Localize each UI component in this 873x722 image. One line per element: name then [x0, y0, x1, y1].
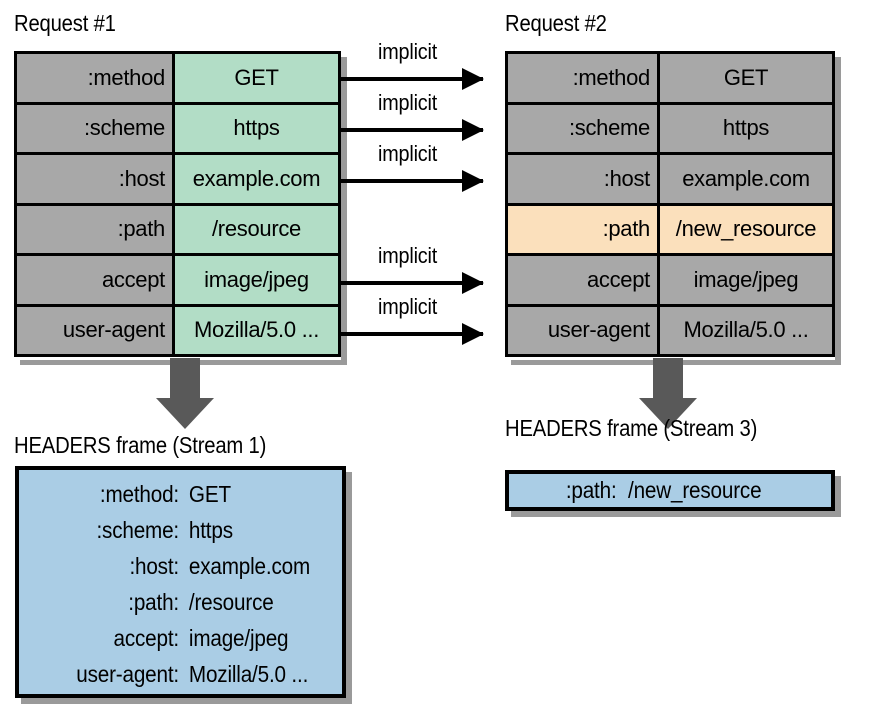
table-row: :method GET	[17, 54, 338, 105]
frame-line: :path: /new_resource	[509, 474, 831, 507]
table-row: user-agent Mozilla/5.0 ...	[17, 306, 338, 354]
implicit-arrow-4	[340, 272, 484, 294]
frame2-headers-box: :path: /new_resource	[505, 470, 835, 511]
table-row: :scheme https	[17, 104, 338, 155]
header-value-cell: GET	[175, 54, 338, 102]
down-arrow-right-icon	[638, 358, 698, 430]
frame-line-name: user-agent:	[76, 660, 179, 687]
implicit-label-4: implicit	[378, 243, 438, 268]
header-name-cell: :scheme	[508, 104, 660, 152]
frame1-title: HEADERS frame (Stream 1)	[14, 432, 267, 458]
header-name-cell: :path	[17, 205, 175, 253]
header-name-cell: user-agent	[508, 306, 660, 354]
implicit-arrow-3	[340, 170, 484, 192]
implicit-label-2: implicit	[378, 90, 438, 115]
request1-headers-table: :method GET :scheme https :host example.…	[14, 51, 341, 357]
header-name-cell: accept	[508, 256, 660, 304]
frame2-shadow-right	[835, 476, 841, 517]
down-arrow-left-icon	[155, 358, 215, 430]
header-value-cell: image/jpeg	[175, 256, 338, 304]
implicit-label-1: implicit	[378, 39, 438, 64]
header-name-cell: user-agent	[17, 306, 175, 354]
frame-line-name: :path:	[565, 477, 617, 503]
header-name-cell: :host	[508, 155, 660, 203]
table-row: accept image/jpeg	[508, 256, 832, 307]
header-name-cell: :host	[17, 155, 175, 203]
implicit-arrow-1	[340, 68, 484, 90]
request2-table-shadow-right	[835, 57, 841, 360]
frame1-shadow-bottom	[21, 698, 352, 704]
frame-line: accept: image/jpeg	[19, 622, 342, 654]
table-row: :host example.com	[508, 155, 832, 206]
header-value-cell: example.com	[175, 155, 338, 203]
table-row: :path /resource	[17, 205, 338, 256]
frame-line-name: :scheme:	[96, 516, 179, 543]
frame1-headers-box: :method: GET :scheme: https :host: examp…	[15, 466, 346, 698]
table-row: :method GET	[508, 54, 832, 105]
implicit-arrow-2	[340, 119, 484, 141]
request1-title: Request #1	[14, 10, 116, 36]
frame2-title: HEADERS frame (Stream 3)	[505, 415, 758, 441]
frame-line-value: example.com	[188, 552, 311, 579]
header-name-cell: :method	[508, 54, 660, 102]
header-value-cell: example.com	[660, 155, 832, 203]
request1-table-shadow-right	[341, 57, 347, 360]
header-value-cell: GET	[660, 54, 832, 102]
frame-line-name: :host:	[129, 552, 179, 579]
frame-line-value: https	[188, 516, 233, 543]
header-name-cell: :method	[17, 54, 175, 102]
frame-line-value: image/jpeg	[188, 624, 289, 651]
frame-line-value: GET	[188, 480, 231, 507]
frame-line: user-agent: Mozilla/5.0 ...	[19, 658, 342, 690]
frame2-shadow-bottom	[511, 511, 841, 517]
frame-line-value: Mozilla/5.0 ...	[188, 660, 309, 687]
header-name-cell: :scheme	[17, 104, 175, 152]
header-value-cell: /new_resource	[660, 205, 832, 253]
frame1-shadow-right	[346, 472, 352, 704]
frame-line-name: :method:	[99, 480, 179, 507]
implicit-label-5: implicit	[378, 294, 438, 319]
header-value-cell: Mozilla/5.0 ...	[660, 306, 832, 354]
frame-line-name: accept:	[113, 624, 180, 651]
table-row: :host example.com	[17, 155, 338, 206]
request2-headers-table: :method GET :scheme https :host example.…	[505, 51, 835, 357]
frame-line: :scheme: https	[19, 514, 342, 546]
header-value-cell: image/jpeg	[660, 256, 832, 304]
frame-line: :host: example.com	[19, 550, 342, 582]
frame-line-value: /resource	[188, 588, 274, 615]
header-name-cell: :path	[508, 205, 660, 253]
table-row-highlighted: :path /new_resource	[508, 205, 832, 256]
header-name-cell: accept	[17, 256, 175, 304]
table-row: accept image/jpeg	[17, 256, 338, 307]
header-value-cell: https	[175, 104, 338, 152]
frame-line: :path: /resource	[19, 586, 342, 618]
header-value-cell: Mozilla/5.0 ...	[175, 306, 338, 354]
request2-title: Request #2	[505, 10, 607, 36]
implicit-label-3: implicit	[378, 141, 438, 166]
frame-line-name: :path:	[128, 588, 179, 615]
implicit-arrow-5	[340, 323, 484, 345]
table-row: user-agent Mozilla/5.0 ...	[508, 306, 832, 354]
table-row: :scheme https	[508, 104, 832, 155]
frame-line-value: /new_resource	[628, 477, 762, 503]
header-value-cell: /resource	[175, 205, 338, 253]
frame-line: :method: GET	[19, 478, 342, 510]
header-value-cell: https	[660, 104, 832, 152]
